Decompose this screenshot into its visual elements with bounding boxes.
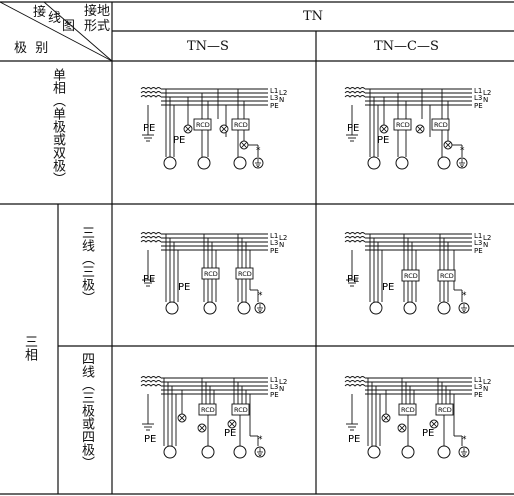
phase-labels: L1 L2 L3 N PE: [270, 232, 287, 255]
label-l3: L3: [270, 239, 278, 247]
diagram-four-wire-tn-s: L1 L2 L3 N PE PE PE RCD RCD *: [140, 376, 287, 459]
corner-label-jibie: 极 别: [14, 41, 49, 56]
label-pe-bus: PE: [270, 102, 279, 110]
star-mark: *: [258, 291, 263, 301]
label-l2: L2: [279, 378, 287, 386]
phase-labels: L1 L2 L3 N PE: [474, 232, 491, 255]
label-pe: PE: [382, 282, 394, 293]
rcd-label: RCD: [196, 121, 210, 129]
star-mark: *: [258, 435, 263, 445]
row-label-three-phase: 三相: [22, 335, 37, 361]
label-l3: L3: [270, 383, 278, 391]
label-pe: PE: [224, 428, 236, 439]
diagram-three-wire-tn-c-s: L1 L2 L3 N PE PE PE RCD RCD *: [344, 232, 491, 315]
corner-label-xingshi: 形式: [84, 19, 111, 34]
label-pe: PE: [377, 135, 389, 146]
rcd-label: RCD: [396, 121, 410, 129]
rcd-label: RCD: [440, 272, 454, 280]
label-pe: PE: [143, 274, 155, 285]
label-pe-bus: PE: [270, 247, 279, 255]
label-l3: L3: [474, 239, 482, 247]
label-l2: L2: [279, 89, 287, 97]
star-mark: *: [256, 146, 261, 156]
label-n: N: [279, 96, 284, 104]
corner-label-jiedi: 接地: [84, 4, 111, 19]
label-n: N: [279, 241, 284, 249]
rcd-label: RCD: [204, 270, 218, 278]
rcd-label: RCD: [238, 270, 252, 278]
label-l1: L1: [270, 376, 278, 384]
corner-label-jie: 接: [33, 5, 47, 20]
label-pe: PE: [143, 123, 155, 134]
header-tn-s: TN—S: [187, 39, 229, 54]
label-pe-bus: PE: [270, 391, 279, 399]
diagram-single-tn-s: L1 L2 L3 N PE PE PE RCD RCD *: [140, 87, 287, 170]
label-l1: L1: [270, 232, 278, 240]
corner-label-xian: 线: [48, 11, 62, 26]
label-n: N: [483, 241, 488, 249]
label-pe: PE: [347, 123, 359, 134]
row-label-three-wire: 三线（三极）: [79, 226, 94, 304]
star-mark: *: [462, 291, 467, 301]
label-l2: L2: [483, 378, 491, 386]
label-n: N: [483, 96, 488, 104]
rcd-label: RCD: [201, 406, 215, 414]
phase-labels: L1 L2 L3 N PE: [474, 87, 491, 110]
corner-label-tu: 图: [62, 19, 76, 34]
row-label-four-wire: 四线（三极或四极）: [79, 352, 94, 469]
label-l2: L2: [483, 234, 491, 242]
label-n: N: [279, 385, 284, 393]
diagram-four-wire-tn-c-s: L1 L2 L3 N PE PE PE RCD RCD *: [344, 376, 491, 459]
rcd-label: RCD: [404, 272, 418, 280]
phase-labels: L1 L2 L3 N PE: [474, 376, 491, 399]
label-pe: PE: [173, 135, 185, 146]
label-pe: PE: [422, 428, 434, 439]
label-n: N: [483, 385, 488, 393]
rcd-label: RCD: [434, 121, 448, 129]
label-pe: PE: [144, 434, 156, 445]
label-l1: L1: [474, 376, 482, 384]
star-mark: *: [460, 146, 465, 156]
rcd-label: RCD: [234, 406, 248, 414]
diagram-single-tn-c-s: L1 L2 L3 N PE PE PE RCD RCD *: [344, 87, 491, 170]
label-l1: L1: [474, 232, 482, 240]
label-l3: L3: [270, 94, 278, 102]
label-l3: L3: [474, 94, 482, 102]
header-tn-c-s: TN—C—S: [374, 39, 439, 54]
label-pe: PE: [347, 274, 359, 285]
label-pe-bus: PE: [474, 247, 483, 255]
label-pe: PE: [178, 282, 190, 293]
phase-labels: L1 L2 L3 N PE: [270, 87, 287, 110]
label-l1: L1: [474, 87, 482, 95]
star-mark: *: [462, 435, 467, 445]
label-pe-bus: PE: [474, 102, 483, 110]
label-l2: L2: [279, 234, 287, 242]
label-pe-bus: PE: [474, 391, 483, 399]
label-l2: L2: [483, 89, 491, 97]
rcd-label: RCD: [234, 121, 248, 129]
diagram-three-wire-tn-s: L1 L2 L3 N PE PE PE RCD RCD *: [140, 232, 287, 315]
rcd-label: RCD: [401, 406, 415, 414]
label-l1: L1: [270, 87, 278, 95]
header-tn: TN: [303, 9, 324, 24]
phase-labels: L1 L2 L3 N PE: [270, 376, 287, 399]
rcd-label: RCD: [438, 406, 452, 414]
row-label-single-phase: 单相（单极或双极）: [50, 68, 65, 185]
label-l3: L3: [474, 383, 482, 391]
label-pe: PE: [348, 434, 360, 445]
